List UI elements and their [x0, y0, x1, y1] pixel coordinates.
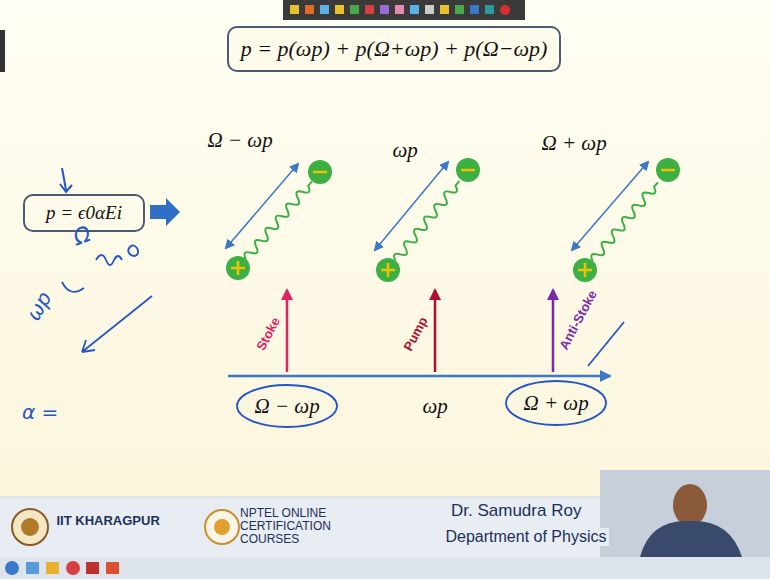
- equation-box: p = p(ωp) + p(Ω+ωp) + p(Ω−ωp): [227, 26, 562, 72]
- course-name: NPTEL ONLINE CERTIFICATION COURSES: [240, 507, 360, 547]
- presenter-video: [600, 470, 770, 557]
- beam-label: Stoke: [254, 315, 283, 353]
- dipole: [572, 158, 680, 282]
- taskbar: [0, 557, 770, 579]
- pen-toolbar: [283, 0, 525, 20]
- handwritten-arrow: [82, 296, 152, 352]
- taskbar-icons: [5, 561, 119, 575]
- handwritten-note: α =: [22, 401, 58, 423]
- dipole: [226, 160, 332, 280]
- handwritten-scribble: [96, 245, 138, 265]
- toolbar-icons: [290, 5, 510, 15]
- nptel-logo: [205, 510, 239, 544]
- pump-arrow: [434, 290, 437, 372]
- edge-strip: [0, 30, 5, 72]
- dipole: [375, 158, 480, 282]
- author-name: Dr. Samudra Roy: [451, 502, 581, 521]
- frequency-label: Ω − ωp: [208, 129, 273, 152]
- handwritten-circle: [506, 381, 606, 425]
- frequency-label: Ω + ωp: [542, 132, 607, 155]
- beam-label: Anti-Stoke: [556, 288, 599, 352]
- frequency-label: ωp: [393, 139, 418, 162]
- handwritten-circle: [237, 385, 337, 427]
- formula-text: p = p(ωp) + p(Ω+ωp) + p(Ω−ωp): [241, 36, 548, 62]
- frequency-axis: [228, 375, 610, 378]
- institute-name: IIT KHARAGPUR: [57, 514, 160, 528]
- department-name: Department of Physics: [443, 528, 610, 546]
- axis-label: Ω − ωp: [255, 395, 320, 418]
- implies-arrow: [150, 198, 180, 226]
- axis-label: ωp: [423, 395, 448, 418]
- formula-text: p = ϵ0αEi: [46, 202, 122, 224]
- handwritten-arrow: [60, 168, 72, 192]
- beam-label: Pump: [401, 315, 431, 354]
- axis-label: Ω + ωp: [524, 392, 589, 415]
- handwritten-scribble: [62, 282, 84, 292]
- anti-stokes-arrow: [552, 290, 555, 372]
- handwritten-underline: [588, 322, 624, 366]
- iit-logo: [12, 509, 48, 545]
- handwritten-note: ωp: [21, 288, 55, 325]
- stokes-arrow: [286, 290, 289, 372]
